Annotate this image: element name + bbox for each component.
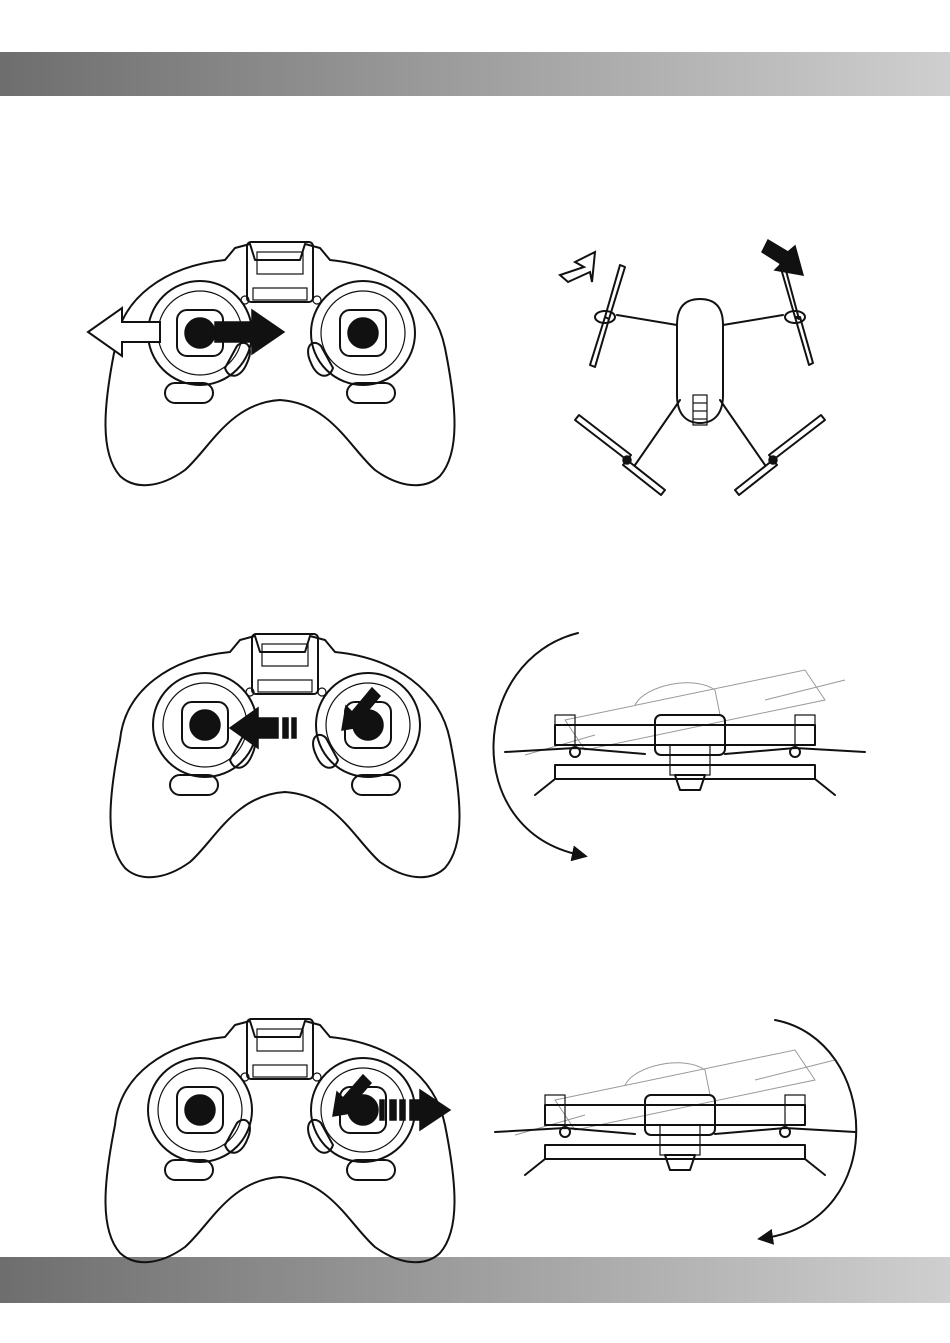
panel-lateral <box>88 240 825 495</box>
gamepad-icon <box>105 1019 454 1262</box>
panel-roll-left <box>110 633 865 877</box>
gamepad-icon <box>110 634 459 877</box>
panel-roll-right <box>105 1019 856 1262</box>
arrow-down-right-solid-icon <box>762 240 803 275</box>
drone-top-view-icon <box>575 265 825 495</box>
drone-front-view-icon <box>505 670 865 795</box>
arrow-down-left-hollow-icon <box>560 252 595 282</box>
arrow-left-solid-dashed-icon <box>230 708 278 748</box>
gamepad-icon <box>105 242 454 485</box>
drone-front-view-icon <box>495 1050 855 1175</box>
